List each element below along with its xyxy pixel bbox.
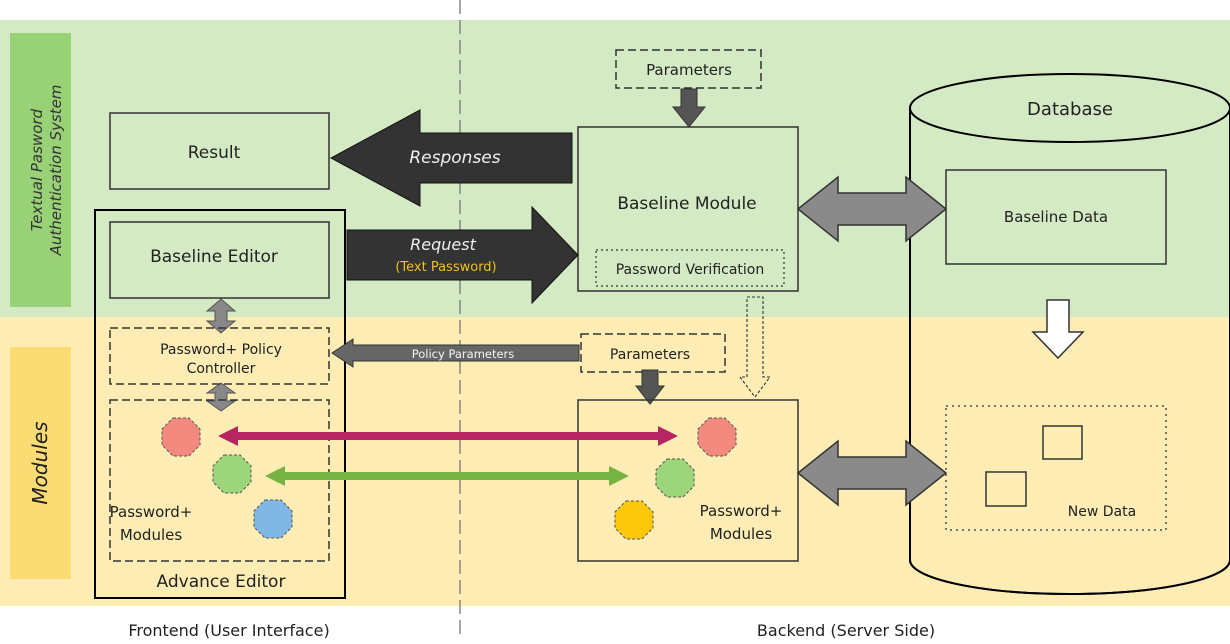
frontend-module-blue-icon — [253, 499, 293, 539]
new-data-region — [945, 405, 1167, 531]
parameters-top-box — [615, 49, 762, 89]
verification-down-arrow — [738, 296, 772, 398]
baseline-data-label: Baseline Data — [1004, 208, 1108, 226]
baseline-module-label: Baseline Module — [617, 194, 756, 214]
hollow-down-arrow — [1031, 299, 1085, 360]
section-label-top-line1: Textual Pasword — [28, 108, 46, 231]
database-title: Database — [1027, 99, 1113, 120]
frontend-modules-line2: Modules — [120, 526, 183, 544]
section-label-modules: Modules — [28, 421, 52, 504]
request-arrow — [346, 205, 579, 305]
backend-modules-line1: Password+ — [700, 502, 783, 520]
frontend-modules-line1: Password+ — [110, 503, 193, 521]
advance-editor-container — [94, 209, 346, 599]
parameters-bottom-arrow — [634, 369, 666, 405]
backend-module-green-icon — [655, 458, 695, 498]
footer-frontend: Frontend (User Interface) — [128, 621, 329, 640]
parameters-top-arrow — [671, 88, 707, 128]
password-verification-label: Password Verification — [616, 262, 765, 278]
bottom-section-tab — [10, 347, 71, 579]
backend-modules-line2: Modules — [710, 525, 773, 543]
password-verification-box — [595, 249, 785, 287]
modules-db-arrow — [796, 439, 948, 507]
controller-modules-arrow — [205, 382, 237, 412]
frontend-module-red-icon — [161, 417, 201, 457]
backend-modules-box — [577, 399, 799, 562]
policy-parameters-label: Policy Parameters — [412, 347, 515, 361]
policy-controller-line2: Controller — [187, 361, 256, 377]
baseline-editor-label: Baseline Editor — [150, 247, 278, 267]
backend-module-yellow-icon — [614, 500, 654, 540]
editor-controller-arrow — [205, 298, 237, 334]
result-box — [109, 112, 330, 190]
new-data-item-2 — [985, 471, 1027, 507]
baseline-editor-box — [109, 221, 330, 299]
backend-module-red-icon — [697, 417, 737, 457]
parameters-bottom-label: Parameters — [610, 347, 690, 363]
policy-controller-box — [109, 327, 330, 385]
magenta-double-arrow — [218, 426, 678, 446]
request-sub-label: (Text Password) — [395, 260, 496, 275]
green-double-arrow — [265, 466, 629, 486]
new-data-item-1 — [1042, 425, 1083, 460]
footer-backend: Backend (Server Side) — [757, 621, 935, 640]
result-label: Result — [188, 143, 241, 163]
baseline-data-box — [945, 169, 1167, 265]
top-section-tab — [10, 33, 71, 307]
advance-editor-label: Advance Editor — [157, 572, 286, 592]
request-label: Request — [410, 235, 476, 254]
frontend-modules-box — [109, 399, 330, 562]
responses-arrow — [329, 109, 573, 207]
policy-controller-line1: Password+ Policy — [160, 342, 282, 358]
new-data-label: New Data — [1068, 504, 1136, 520]
section-label-top-line2: Authentication System — [47, 85, 65, 257]
parameters-top-label: Parameters — [646, 61, 732, 79]
responses-label: Responses — [409, 148, 500, 168]
policy-parameters-arrow — [331, 338, 580, 368]
frontend-module-green-icon — [212, 454, 252, 494]
baseline-db-arrow — [796, 175, 948, 243]
